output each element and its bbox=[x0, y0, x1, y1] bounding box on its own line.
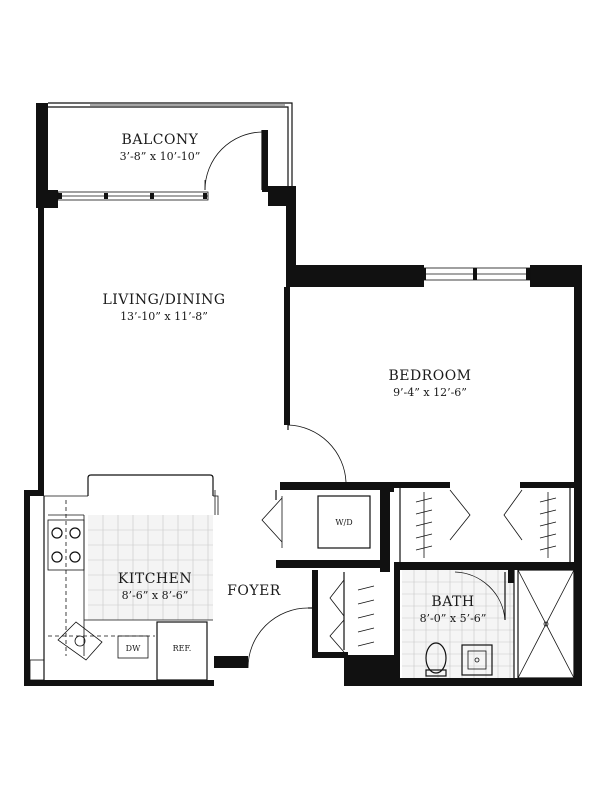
kitchen-dims: 8’-6” x 8’-6” bbox=[122, 589, 189, 602]
balcony-label: BALCONY 3’-8” x 10’-10” bbox=[120, 132, 201, 163]
closet-core-walls bbox=[275, 482, 394, 572]
balcony-door bbox=[204, 130, 263, 191]
shower bbox=[517, 569, 575, 679]
toilet bbox=[425, 642, 447, 677]
foyer-name: FOYER bbox=[227, 583, 281, 599]
balcony-structure bbox=[36, 102, 293, 208]
kitchen-name: KITCHEN bbox=[118, 571, 192, 587]
bath-dims: 8’-0” x 5’-6” bbox=[420, 612, 487, 625]
bedroom-label: BEDROOM 9’-4” x 12’-6” bbox=[388, 368, 471, 399]
balcony-dims: 3’-8” x 10’-10” bbox=[120, 150, 201, 163]
washer-dryer: W/D bbox=[317, 495, 371, 549]
living-dining-name: LIVING/DINING bbox=[102, 292, 225, 308]
balcony-sliding-door bbox=[36, 190, 209, 208]
washer-dryer-label: W/D bbox=[335, 518, 352, 527]
living-dining-dims: 13’-10” x 11’-8” bbox=[120, 310, 208, 323]
kitchen-walls bbox=[24, 490, 248, 686]
closet-hangers bbox=[357, 497, 557, 647]
bedroom-dims: 9’-4” x 12’-6” bbox=[393, 386, 467, 399]
balcony-name: BALCONY bbox=[122, 132, 199, 148]
exterior-walls bbox=[38, 186, 582, 685]
bedroom-name: BEDROOM bbox=[388, 368, 471, 384]
living-dining-label: LIVING/DINING 13’-10” x 11’-8” bbox=[102, 292, 225, 323]
bath-label: BATH 8’-0” x 5’-6” bbox=[420, 594, 487, 625]
dishwasher-label: DW bbox=[126, 644, 141, 653]
counter-edge-dashes bbox=[48, 500, 155, 656]
foyer-label: FOYER bbox=[227, 583, 281, 599]
dishwasher: DW bbox=[117, 635, 149, 659]
foyer-closet bbox=[312, 570, 348, 658]
cooktop bbox=[47, 519, 85, 571]
bedroom-closet-walls bbox=[394, 482, 576, 570]
kitchen-sink bbox=[57, 621, 103, 661]
kitchen-tile-floor bbox=[88, 515, 213, 620]
bath-walls bbox=[344, 565, 582, 686]
refrigerator-label: REF. bbox=[173, 644, 192, 653]
bedroom-closet-doors bbox=[449, 489, 523, 541]
bedroom-window bbox=[421, 267, 531, 281]
kitchen-counter bbox=[44, 474, 219, 656]
entry-door bbox=[247, 607, 312, 669]
refrigerator: REF. bbox=[156, 621, 208, 681]
bath-name: BATH bbox=[431, 594, 474, 610]
wd-closet-doors bbox=[261, 496, 283, 548]
bath-door bbox=[454, 571, 506, 621]
kitchen-label: KITCHEN 8’-6” x 8’-6” bbox=[118, 571, 192, 602]
bath-sink bbox=[461, 644, 493, 676]
bedroom-door bbox=[287, 424, 347, 483]
bath-tile-floor bbox=[402, 570, 514, 678]
